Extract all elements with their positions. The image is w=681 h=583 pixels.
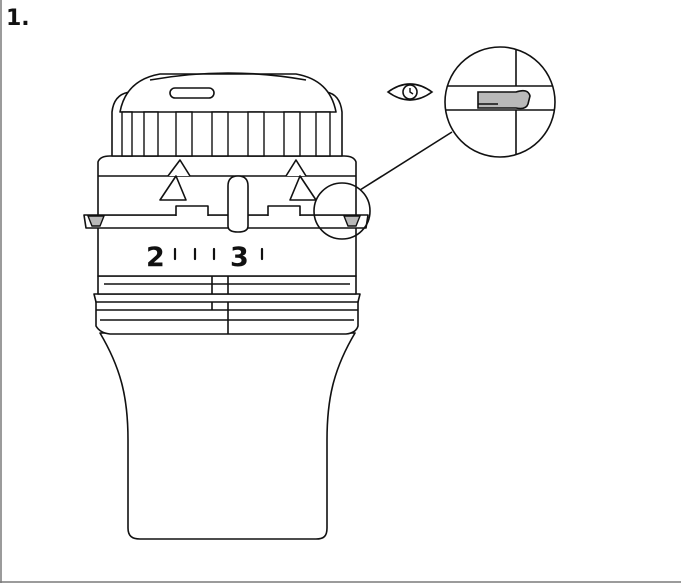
scale-label-3: 3 xyxy=(230,242,249,273)
detail-magnifier xyxy=(444,46,556,158)
valve-body xyxy=(99,332,356,540)
clip-band xyxy=(83,214,369,229)
highlight-circle xyxy=(313,182,371,240)
knob-ribs xyxy=(121,111,331,157)
scale-band xyxy=(97,223,357,277)
scale-label-2: 2 xyxy=(146,242,165,273)
clock-sensor-icon xyxy=(409,88,414,95)
lower-collar xyxy=(95,299,359,335)
ring-rim-upper xyxy=(97,275,357,295)
center-slot xyxy=(227,175,249,233)
knob-cap xyxy=(119,73,337,113)
step-number: 1. xyxy=(6,6,30,31)
side-clips xyxy=(86,215,362,227)
ring-rim-lower xyxy=(93,293,361,303)
upper-housing xyxy=(97,155,357,216)
callout-line xyxy=(359,131,453,191)
eye-icon xyxy=(386,83,434,101)
